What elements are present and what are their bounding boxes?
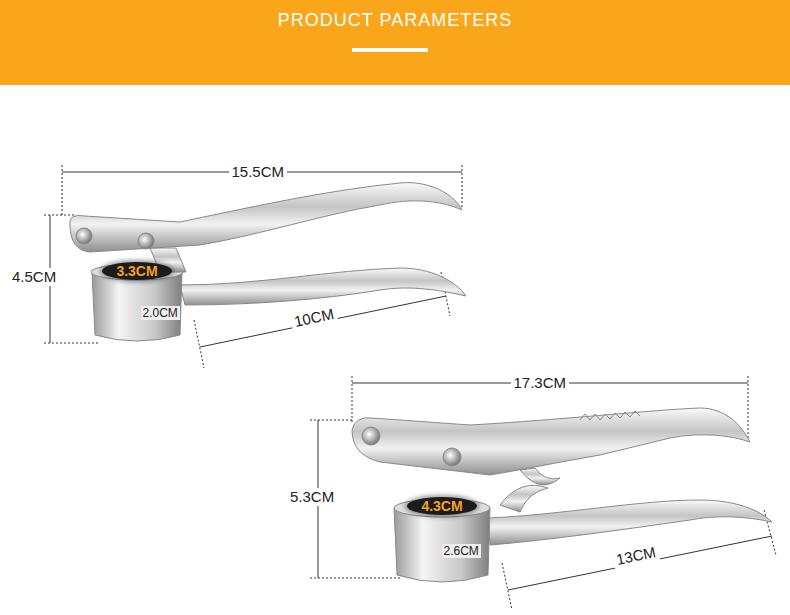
garlic-press-bottom: [352, 408, 772, 582]
press-cup: [92, 272, 182, 341]
dimension-line: [508, 536, 772, 590]
upper-handle: [70, 183, 462, 252]
nut-jaw: [500, 485, 548, 512]
dimension-badge: 4.3CM: [407, 497, 476, 515]
pivot-pin: [138, 233, 154, 249]
extension-line: [194, 320, 204, 368]
dimension-badge: 3.3CM: [102, 262, 171, 280]
garlic-press-top: [70, 183, 466, 341]
dimension-label: 5.3CM: [287, 488, 337, 506]
dimension-lines-top: [44, 165, 462, 368]
dimension-value: 3.3CM: [116, 263, 157, 279]
extension-line: [502, 563, 512, 610]
extension-line: [462, 165, 463, 208]
dimension-value: 4.3CM: [421, 498, 462, 514]
dimension-label: 2.0CM: [141, 306, 180, 320]
extension-line: [310, 420, 352, 421]
grip-teeth: [580, 411, 640, 420]
header-bar: [0, 0, 790, 85]
dimension-label: 4.5CM: [9, 268, 59, 286]
dimension-label: 13CM: [612, 543, 661, 570]
lower-handle: [488, 500, 772, 545]
extension-line: [44, 343, 100, 344]
pivot-pin: [443, 448, 461, 466]
extension-line: [310, 578, 400, 579]
extension-line: [352, 376, 353, 422]
extension-line: [748, 376, 749, 440]
pivot-pin: [362, 427, 380, 445]
extension-line: [62, 165, 63, 215]
dimension-label: 2.6CM: [442, 544, 481, 558]
dimension-lines-bottom: [310, 376, 776, 610]
pivot-pin: [76, 228, 92, 244]
lower-handle: [180, 268, 466, 305]
header-underline: [352, 48, 428, 52]
page-title: PRODUCT PARAMETERS: [278, 10, 512, 31]
dimension-label: 10CM: [290, 305, 339, 332]
press-cup: [394, 508, 490, 582]
dimension-label: 15.5CM: [229, 163, 288, 181]
dimension-label: 17.3CM: [511, 374, 570, 392]
nut-jaw: [520, 468, 560, 485]
upper-handle: [352, 408, 750, 475]
extension-line: [44, 215, 76, 216]
